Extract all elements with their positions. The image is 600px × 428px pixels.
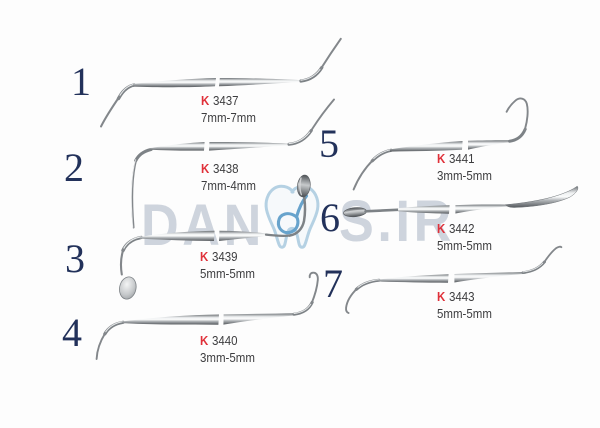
handle-cone (454, 272, 526, 283)
handle-cone (390, 141, 463, 152)
item-number-5: 5 (319, 121, 339, 166)
item-code-number: 3437 (212, 94, 239, 108)
handle-cone (150, 142, 205, 151)
item-size: 5mm-5mm (437, 238, 492, 253)
watermark-text-left: DAN (141, 193, 265, 258)
instrument-4 (95, 271, 319, 360)
item-code-number: 3441 (448, 152, 475, 166)
handle-cone (133, 78, 216, 88)
spoon-bulb-tip (119, 276, 137, 300)
item-size: 5mm-5mm (437, 306, 492, 321)
item-code-prefix: K (437, 222, 446, 236)
item-number-6: 6 (320, 195, 340, 240)
instrument-2 (131, 98, 335, 229)
item-code-prefix: K (201, 162, 210, 176)
hook-tip (505, 97, 529, 132)
item-code-prefix: K (437, 290, 446, 304)
item-size: 5mm-5mm (200, 266, 255, 281)
item-code-prefix: K (200, 250, 209, 264)
item-code-number: 3443 (448, 290, 475, 304)
instrument-1 (100, 37, 342, 128)
item-code-number: 3442 (448, 222, 475, 236)
handle-cone (140, 230, 215, 241)
item-size: 7mm-4mm (201, 178, 256, 193)
instrument-3 (119, 174, 311, 300)
instrument-7 (345, 245, 563, 314)
item-number-3: 3 (65, 236, 85, 281)
item-size: 7mm-7mm (201, 110, 256, 125)
item-number-2: 2 (64, 145, 84, 190)
instrument-6 (343, 185, 579, 218)
handle-cone (122, 314, 219, 325)
item-number-4: 4 (62, 310, 82, 355)
item-code-prefix: K (200, 334, 209, 348)
handle-cone (455, 204, 508, 214)
instrument-5 (352, 97, 529, 191)
hook-tip (345, 287, 359, 314)
handle-cone (209, 141, 290, 151)
handle-cone (223, 313, 296, 325)
handle-cone (378, 274, 449, 283)
blade-tip (505, 185, 579, 208)
handle-cone (398, 205, 450, 214)
handle-cone (219, 78, 302, 87)
item-number-1: 1 (71, 59, 91, 104)
item-size: 3mm-5mm (437, 168, 492, 183)
item-code-prefix: K (201, 94, 210, 108)
item-code-number: 3438 (212, 162, 239, 176)
item-code-prefix: K (437, 152, 446, 166)
hook-tip (308, 271, 319, 305)
item-size: 3mm-5mm (200, 350, 255, 365)
item-code-number: 3439 (211, 250, 238, 264)
handle-cone (468, 140, 512, 150)
handle-cone (219, 230, 268, 241)
item-code-number: 3440 (211, 334, 238, 348)
item-number-7: 7 (323, 261, 343, 306)
tooth-logo-icon (264, 184, 320, 249)
watermark-text-right: S.IR (339, 189, 455, 254)
